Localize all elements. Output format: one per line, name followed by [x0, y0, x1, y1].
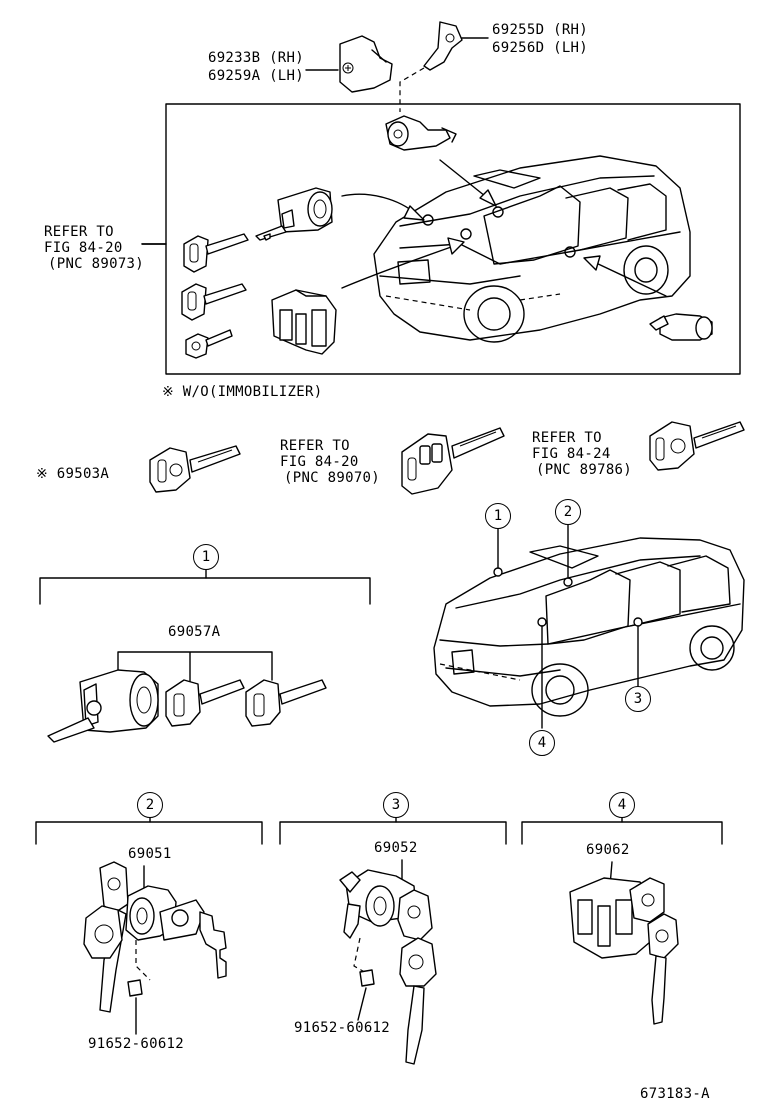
- back-door-cylinder-box: [649, 313, 713, 341]
- bracket-group-3: [279, 821, 507, 845]
- van-illustration-top: [373, 155, 691, 343]
- door-lock-69051: [83, 861, 227, 1035]
- bracket-part-69233b: [305, 35, 393, 93]
- van-illustration-locations: [433, 523, 745, 729]
- label-refer-1-line2: FIG 84-20: [44, 240, 123, 256]
- marker-3-group: 3: [383, 792, 409, 818]
- door-lock-69052: [339, 859, 437, 1065]
- bracket-group-2: [35, 821, 263, 845]
- back-door-lock-69062: [569, 861, 679, 1025]
- marker-1-car: 1: [485, 503, 511, 529]
- figure-id: 673183-A: [640, 1086, 710, 1102]
- bracket-group-4: [521, 821, 723, 845]
- label-91652-group3: 91652-60612: [294, 1020, 391, 1036]
- label-refer-2-line1: REFER TO: [280, 438, 350, 454]
- key-group1-b: [245, 679, 327, 727]
- rod-part-69255d: [399, 21, 489, 112]
- key-remote-89070: [401, 427, 505, 495]
- label-refer-1-line1: REFER TO: [44, 224, 114, 240]
- label-69259a: 69259A (LH): [207, 68, 304, 84]
- label-wo-immobilizer: ※ W/O(IMMOBILIZER): [162, 384, 323, 400]
- label-69255d: 69255D (RH): [492, 22, 589, 38]
- ignition-cylinder-69057a: [47, 669, 159, 743]
- label-69256d: 69256D (LH): [492, 40, 589, 56]
- label-69233b: 69233B (RH): [207, 50, 304, 66]
- marker-2-car: 2: [555, 499, 581, 525]
- label-refer-2-line3: (PNC 89070): [284, 470, 381, 486]
- key-group1-a: [165, 679, 245, 727]
- marker-3-car: 3: [625, 686, 651, 712]
- key-box-3: [185, 329, 233, 359]
- overview-box: [165, 103, 741, 375]
- key-box-2: [181, 283, 247, 321]
- door-cylinder-top: [385, 115, 457, 151]
- label-refer-3-line3: (PNC 89786): [536, 462, 633, 478]
- label-refer-3-line2: FIG 84-24: [532, 446, 611, 462]
- label-69062: 69062: [586, 842, 630, 858]
- pointer-arrows: [341, 159, 667, 297]
- label-69503a: ※ 69503A: [36, 466, 110, 482]
- marker-1-group: 1: [193, 544, 219, 570]
- key-box-1: [183, 233, 249, 273]
- marker-4-car: 4: [529, 730, 555, 756]
- label-69051: 69051: [128, 846, 172, 862]
- label-refer-3-line1: REFER TO: [532, 430, 602, 446]
- ignition-cylinder-box: [255, 187, 333, 241]
- label-refer-1-line3: (PNC 89073): [48, 256, 145, 272]
- marker-2-group: 2: [137, 792, 163, 818]
- lock-assembly-box: [271, 289, 337, 355]
- marker-4-group: 4: [609, 792, 635, 818]
- label-69057a: 69057A: [168, 624, 221, 640]
- label-69052: 69052: [374, 840, 418, 856]
- bracket-group-1: [39, 577, 371, 605]
- label-refer-2-line2: FIG 84-20: [280, 454, 359, 470]
- label-91652-group2: 91652-60612: [88, 1036, 185, 1052]
- key-89786: [649, 421, 745, 471]
- key-69503a: [149, 445, 241, 493]
